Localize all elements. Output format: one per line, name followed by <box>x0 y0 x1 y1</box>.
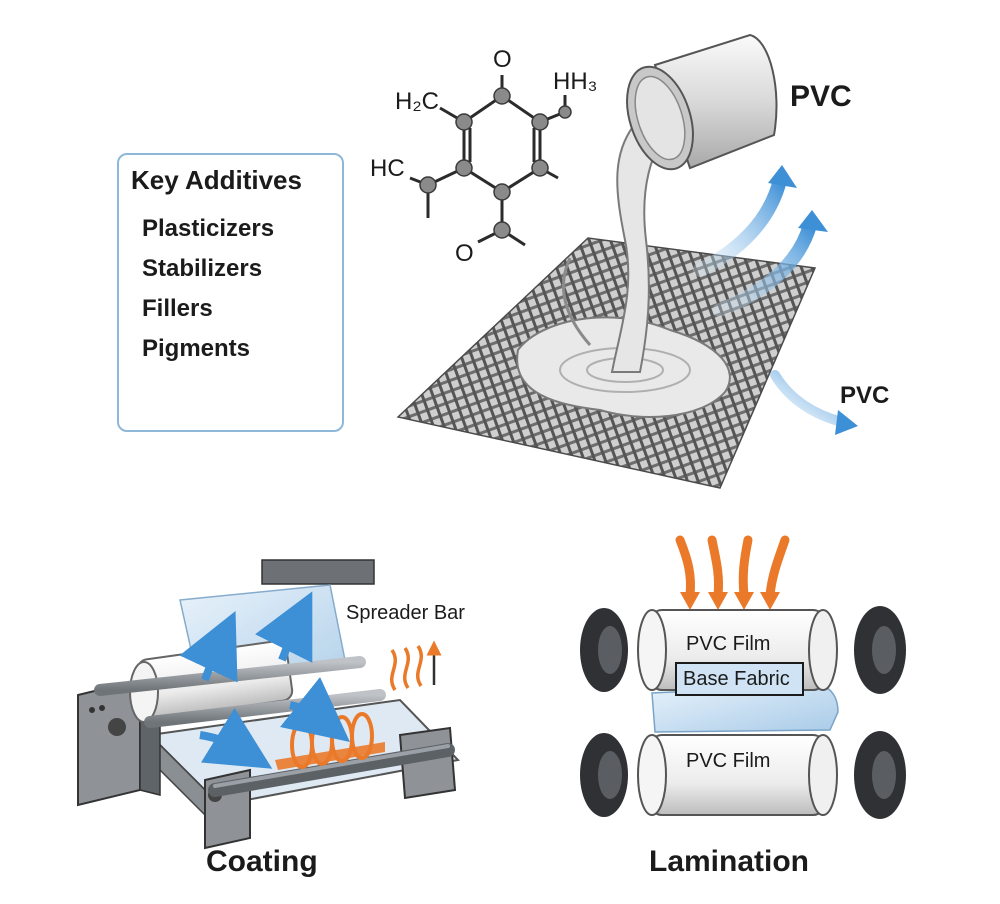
atom-label-o-bottom: O <box>455 240 474 267</box>
additive-fillers: Fillers <box>142 295 213 322</box>
pvc-stream <box>562 116 674 373</box>
additive-pigments: Pigments <box>142 335 251 362</box>
atom-label-o-top: O <box>493 46 512 73</box>
additive-stabilizers: Stabilizers <box>142 255 263 282</box>
pvc-film-top-label: PVC Film <box>686 633 771 655</box>
base-fabric-box <box>675 662 804 696</box>
roller-wheels <box>580 606 906 819</box>
atom-label-hc: HC <box>370 155 405 182</box>
base-fabric-label: Base Fabric <box>683 668 790 690</box>
coating-machine <box>77 559 461 850</box>
additive-plasticizers: Plasticizers <box>142 215 275 242</box>
pvc-label-top: PVC <box>790 80 852 113</box>
coating-title: Coating <box>206 845 318 878</box>
atom-label-h2c: H₂C <box>395 88 439 115</box>
spreader-bar-label: Spreader Bar <box>346 602 465 624</box>
key-additives-title: Key Additives <box>131 165 302 195</box>
lamination-title: Lamination <box>649 845 810 878</box>
flow-arrows-top <box>693 165 858 435</box>
pvc-film-bottom-label: PVC Film <box>686 750 771 772</box>
molecule-atoms <box>419 87 572 239</box>
key-additives-box <box>117 153 344 432</box>
atom-label-hh3: HH₃ <box>553 68 598 95</box>
lamination-machine <box>580 535 906 819</box>
pvc-label-side: PVC <box>840 382 890 409</box>
pvc-bucket <box>626 33 778 171</box>
